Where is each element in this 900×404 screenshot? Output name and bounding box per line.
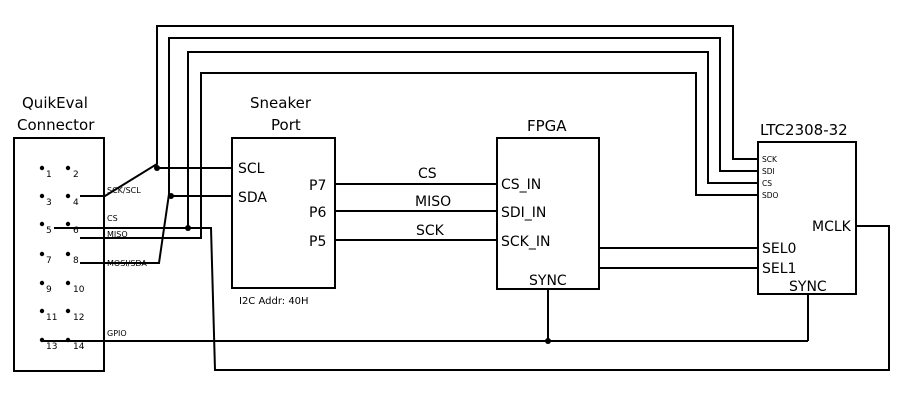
fpga-pin-sdi-in: SDI_IN [501, 205, 546, 221]
junction-dots [154, 165, 551, 344]
pin-num-5: 5 [46, 226, 52, 236]
wires [42, 25, 890, 371]
signal-mosi-sda: MOSI/SDA [107, 259, 147, 268]
signal-cs: CS [107, 214, 118, 223]
quikeval-pins: 1 2 3 4 5 6 7 8 9 10 11 12 13 14 [39, 165, 85, 352]
ltc-pin-mclk: MCLK [812, 219, 852, 235]
sneaker-pin-p5: P5 [309, 234, 326, 250]
ltc-pin-sdo: SDO [762, 191, 779, 200]
net-label-sck: SCK [416, 223, 445, 239]
wire-sck-scl-top-loop [80, 25, 758, 197]
ltc-title: LTC2308-32 [760, 121, 848, 139]
pin-num-13: 13 [46, 342, 57, 352]
fpga-pin-sck-in: SCK_IN [501, 234, 550, 250]
pin-num-9: 9 [46, 285, 52, 295]
pin-dot-2 [65, 165, 71, 171]
sneaker-pin-p7: P7 [309, 178, 326, 194]
pin-dot-12 [65, 308, 71, 314]
ltc-pin-sel1: SEL1 [762, 261, 796, 277]
net-label-cs: CS [418, 166, 437, 182]
pin-dot-10 [65, 280, 71, 286]
fpga-box [496, 137, 600, 290]
pin-dot-13 [39, 337, 45, 343]
pin-num-14: 14 [73, 342, 85, 352]
net-label-miso: MISO [415, 194, 451, 210]
pin-dot-4 [65, 193, 71, 199]
pin-num-1: 1 [46, 170, 52, 180]
quikeval-title-1: QuikEval [22, 94, 88, 112]
pin-dot-1 [39, 165, 45, 171]
pin-num-11: 11 [46, 313, 57, 323]
pin-num-8: 8 [73, 256, 79, 266]
fpga-pin-cs-in: CS_IN [501, 177, 541, 193]
fpga-title: FPGA [527, 117, 567, 135]
junction-sda [168, 193, 174, 199]
sneaker-port-box [231, 137, 336, 289]
ltc2308-box [757, 141, 857, 295]
pin-num-3: 3 [46, 198, 52, 208]
pin-num-12: 12 [73, 313, 84, 323]
signal-sck-scl: SCK/SCL [107, 186, 141, 195]
pin-dot-11 [39, 308, 45, 314]
sneaker-title-1: Sneaker [250, 94, 312, 112]
junction-sync [545, 338, 551, 344]
ltc-pin-sel0: SEL0 [762, 241, 796, 257]
pin-dot-7 [39, 251, 45, 257]
sneaker-i2c-address: I2C Addr: 40H [239, 296, 309, 307]
pin-dot-3 [39, 193, 45, 199]
sneaker-pin-p6: P6 [309, 205, 326, 221]
quikeval-connector-box [13, 137, 105, 372]
wire-miso-loop [80, 72, 758, 239]
pin-dot-8 [65, 251, 71, 257]
wire-mosi-sda-loop [80, 37, 758, 264]
pin-num-2: 2 [73, 170, 79, 180]
sneaker-pin-scl: SCL [238, 161, 265, 177]
ltc-pin-sdi: SDI [762, 167, 775, 176]
pin-dot-9 [39, 280, 45, 286]
ltc-pin-cs: CS [762, 179, 772, 188]
junction-cs [185, 225, 191, 231]
signal-miso: MISO [107, 230, 128, 239]
pin-num-7: 7 [46, 256, 52, 266]
pin-dot-14 [65, 337, 71, 343]
wire-cs-loop [54, 51, 758, 229]
quikeval-title-2: Connector [17, 116, 95, 134]
fpga-pin-sync: SYNC [529, 273, 567, 289]
pin-num-10: 10 [73, 285, 85, 295]
pin-dot-5 [39, 221, 45, 227]
pin-num-6: 6 [73, 226, 79, 236]
signal-gpio: GPIO [107, 329, 127, 338]
sneaker-pin-sda: SDA [238, 190, 267, 206]
ltc-pin-sync: SYNC [789, 279, 827, 295]
ltc-pin-sck: SCK [762, 155, 778, 164]
pin-num-4: 4 [73, 198, 79, 208]
pin-dot-6 [65, 221, 71, 227]
sneaker-title-2: Port [271, 116, 301, 134]
junction-scl [154, 165, 160, 171]
